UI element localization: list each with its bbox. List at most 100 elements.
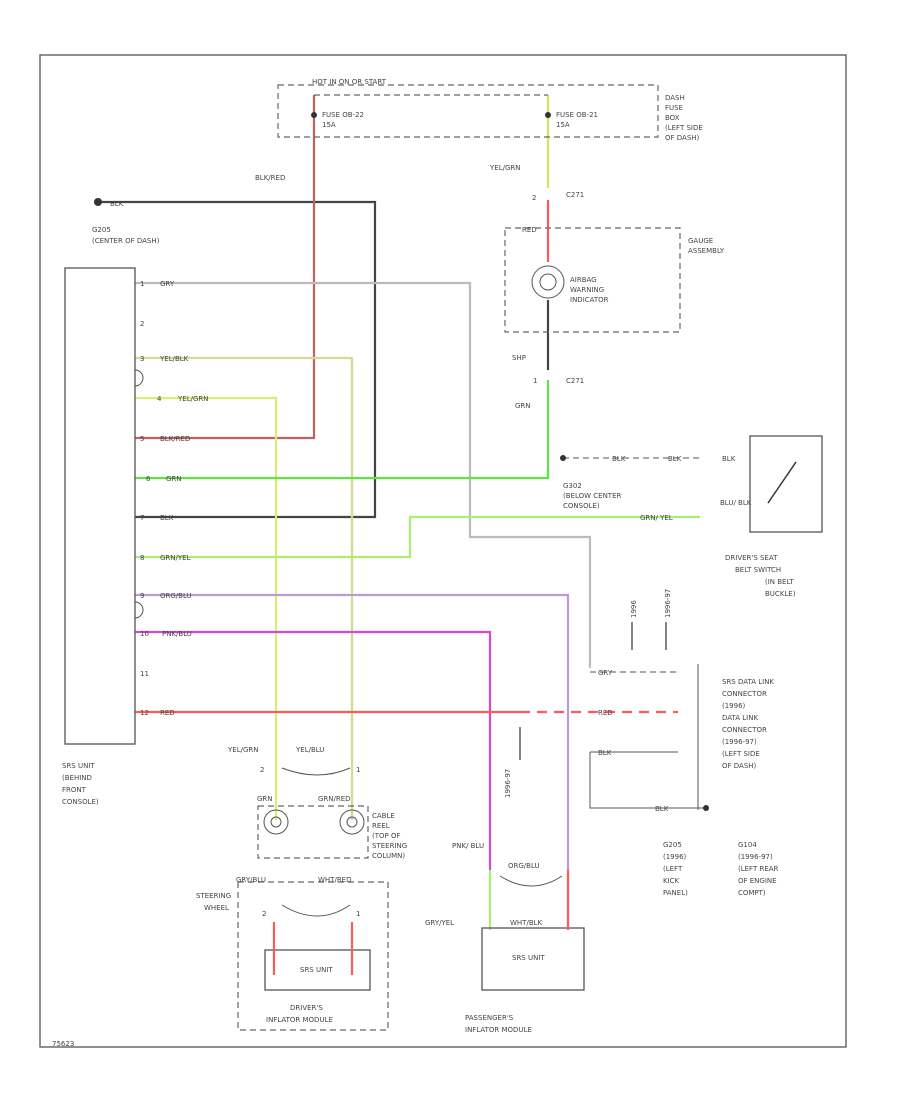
- dlc-5: (1996-97): [722, 738, 757, 746]
- c271-top: C271: [566, 191, 584, 199]
- srs-pin-4-color: YEL/GRN: [177, 395, 208, 403]
- blu-blk: BLU/ BLK: [720, 499, 752, 507]
- reel-2: (TOP OF: [372, 832, 401, 840]
- yel-grn-wire: [135, 396, 278, 820]
- gb-2: (LEFT: [663, 865, 683, 873]
- grn-label: GRN: [515, 402, 531, 410]
- blk-3: BLK: [722, 455, 736, 463]
- blk-dlc-wire: [589, 751, 706, 809]
- driver-inflator-0: DRIVER'S: [290, 1004, 323, 1012]
- yel-blk-wire: [135, 356, 354, 820]
- dlc-6: (LEFT SIDE: [722, 750, 760, 758]
- reel-4: COLUMN): [372, 852, 405, 860]
- srs-pin-10: 10: [140, 630, 149, 638]
- ground-top-label: BLK: [110, 200, 124, 208]
- pass-inflator-0: PASSENGER'S: [465, 1014, 514, 1022]
- fuse-loc-1: FUSE: [665, 104, 683, 112]
- red-dlc: RED: [598, 709, 613, 717]
- indicator-2: INDICATOR: [570, 296, 609, 304]
- gb-4: PANEL): [663, 889, 688, 897]
- driver-inflator-red: [272, 922, 354, 975]
- blk-ground-wire: [98, 200, 377, 519]
- fuse-left-node: [311, 112, 317, 118]
- dlc-2: (1996): [722, 702, 746, 710]
- blk-1: BLK: [612, 455, 626, 463]
- yel-grn-b: YEL/GRN: [227, 746, 258, 754]
- g205-1: (CENTER OF DASH): [92, 237, 160, 245]
- srs-pin-9: 9: [140, 592, 144, 600]
- cable-reel-left: [263, 809, 289, 835]
- seat-3: BUCKLE): [765, 590, 796, 598]
- srs-bridge-1: [134, 369, 144, 387]
- g302-1: (BELOW CENTER: [563, 492, 622, 500]
- steering-0: STEERING: [196, 892, 231, 900]
- dlc-1: CONNECTOR: [722, 690, 767, 698]
- fuse-left-amp: 15A: [322, 121, 336, 129]
- driver-shorting-bar: [281, 904, 351, 917]
- g205-0: G205: [92, 226, 111, 234]
- driver-inflator-1: INFLATOR MODULE: [266, 1016, 333, 1024]
- cable-reel-right-inner: [346, 816, 358, 828]
- blk-red-wire: [135, 95, 316, 440]
- gauge-label-1: ASSEMBLY: [688, 247, 725, 255]
- driver-inflator-box: [264, 949, 371, 991]
- dlc-7: OF DASH): [722, 762, 757, 770]
- srs-pin-5: 5: [140, 435, 144, 443]
- gry-blu: GRY/BLU: [236, 876, 266, 884]
- dlc-year-0: 1996: [630, 600, 638, 618]
- srs-pin-10-color: PNK/BLU: [162, 630, 192, 638]
- diagram-border: [39, 54, 847, 1048]
- cable-reel-outline: [257, 805, 369, 859]
- dlc-year-1: 1996-97: [664, 589, 672, 618]
- fuse-loc-0: DASH: [665, 94, 685, 102]
- srs-pin-1: 1: [140, 280, 144, 288]
- srs-pin-3: 3: [140, 355, 144, 363]
- g205-ground-icon: [94, 198, 102, 206]
- g302-0: G302: [563, 482, 582, 490]
- g302-ground-icon: [560, 455, 566, 461]
- red-gauge-label: RED: [522, 226, 537, 234]
- org-blu: ORG/BLU: [508, 862, 540, 870]
- cable-reel-right: [339, 809, 365, 835]
- srs-label-3: CONSOLE): [62, 798, 99, 806]
- srs-pin-2: 2: [140, 320, 144, 328]
- pin2b: 2: [262, 910, 266, 918]
- srs-pin-7: 7: [140, 514, 144, 522]
- fuse-loc-4: OF DASH): [665, 134, 700, 142]
- reel-3: STEERING: [372, 842, 407, 850]
- gb2-2: (LEFT REAR: [738, 865, 779, 873]
- dlc-ground-icon: [703, 805, 709, 811]
- seat-0: DRIVER'S SEAT: [725, 554, 778, 562]
- steering-1: WHEEL: [204, 904, 229, 912]
- gry-wire: [135, 281, 592, 668]
- reel-shorting-bar: [281, 767, 351, 776]
- gb2-1: (1996-97): [738, 853, 773, 861]
- yel-grn-label: YEL/GRN: [489, 164, 520, 172]
- grn-yel-seat: GRN/ YEL: [640, 514, 673, 522]
- grn-red-reel: GRN/RED: [318, 795, 351, 803]
- g302-2: CONSOLE): [563, 502, 600, 510]
- pnk-blu: PNK/ BLU: [452, 842, 484, 850]
- srs-pin-8-color: GRN/YEL: [160, 554, 191, 562]
- srs-pin-9-color: ORG/BLU: [160, 592, 192, 600]
- c271-bottom: C271: [566, 377, 584, 385]
- srs-pin-1-color: GRY: [160, 280, 175, 288]
- dlc-0: SRS DATA LINK: [722, 678, 774, 686]
- gb-1: (1996): [663, 853, 687, 861]
- airbag-indicator-lamp: [531, 265, 565, 299]
- pass-inflator-1: INFLATOR MODULE: [465, 1026, 532, 1034]
- blk-dlc-2: BLK: [655, 805, 669, 813]
- srs-unit-box: [64, 267, 136, 745]
- indicator-1: WARNING: [570, 286, 604, 294]
- gb2-3: OF ENGINE: [738, 877, 777, 885]
- pin1a: 1: [356, 766, 360, 774]
- gb2-4: COMPT): [738, 889, 766, 897]
- dlc-3: DATA LINK: [722, 714, 758, 722]
- grn-reel: GRN: [257, 795, 273, 803]
- fuse-loc-2: BOX: [665, 114, 680, 122]
- srs-pin-7-color: BLK: [160, 514, 174, 522]
- driver-inflator-outline: [237, 881, 389, 1031]
- pin2-top: 2: [532, 194, 536, 202]
- pin2a: 2: [260, 766, 264, 774]
